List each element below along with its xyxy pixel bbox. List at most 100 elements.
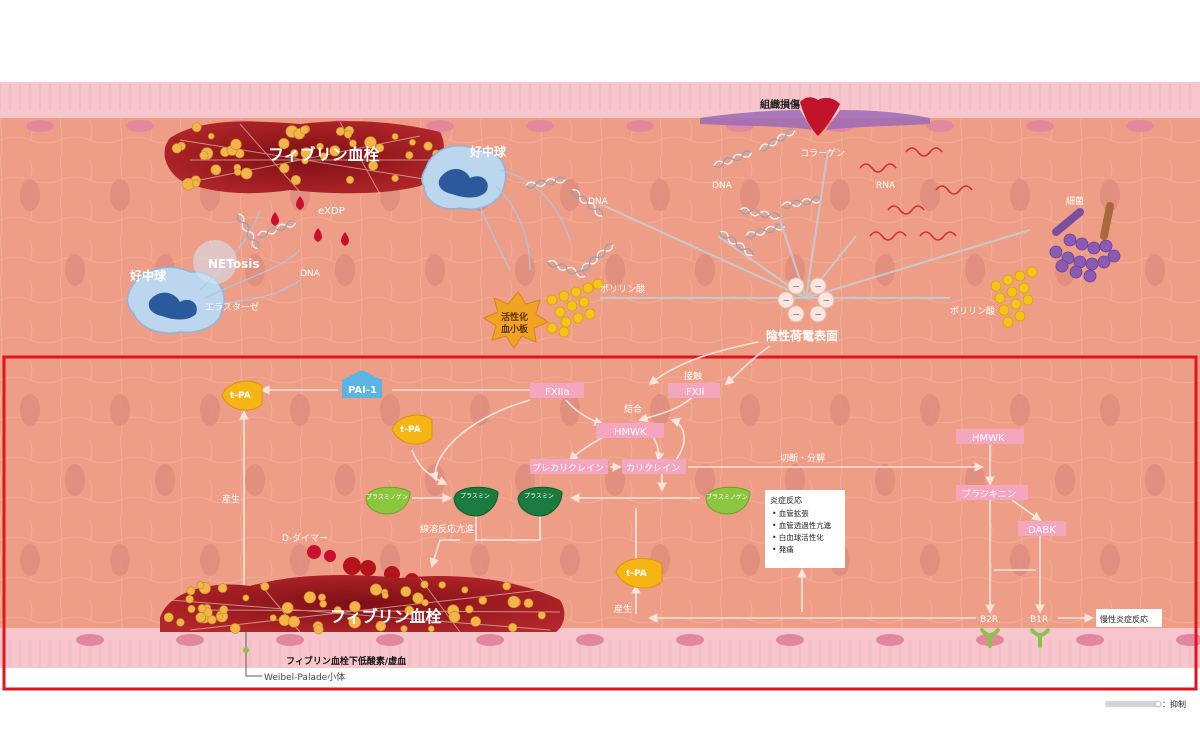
arrow-tpa-to-plasmin [411, 449, 448, 485]
negative-charge [787, 305, 805, 323]
platelet [207, 132, 215, 140]
arrow-surface-to-fxii [724, 345, 771, 386]
lumen-cell-nucleus [335, 254, 355, 286]
tpa-top-shape [221, 380, 263, 411]
production-right-label: 産生 [614, 603, 632, 615]
plasminogen-left-node: プラスミノゲン [365, 486, 411, 515]
bottom-clot-platelets [163, 580, 546, 635]
endothelial-cell [426, 120, 454, 132]
dabk-box [1018, 521, 1066, 536]
dna-helix [571, 189, 604, 217]
platelet [465, 605, 474, 614]
platelet [319, 600, 328, 608]
bacterium-coccus [1049, 245, 1063, 259]
dna-left-label: DNA [300, 269, 321, 279]
activated-platelet-label-2: 血小板 [501, 323, 529, 335]
lumen-cell-nucleus [200, 394, 220, 426]
bottom-fibrin-clot: フィブリン血栓 [160, 575, 565, 635]
hmwk-center-box [596, 423, 664, 438]
lumen-cell-nucleus [740, 544, 760, 576]
exdp-drop-4 [341, 232, 349, 246]
plasmin-left-node: プラスミン [453, 486, 499, 517]
negative-charge-symbol: − [815, 283, 823, 293]
cleavage-label: 切断・分解 [780, 452, 825, 464]
lumen-cell-nucleus [1010, 544, 1030, 576]
plasminogen-left-label: プラスミノゲン [366, 493, 408, 501]
arrow-fxiia-to-plasmin [429, 399, 531, 482]
plasmin-right-node: プラスミン [517, 486, 563, 517]
fibrinolysis-label: 線溶反応亢進 [420, 523, 474, 535]
inhibition-label: ：抑制 [1162, 699, 1186, 709]
rna-label: RNA [876, 181, 896, 191]
platelet [405, 151, 414, 160]
polyphosphate-bead [584, 308, 596, 320]
endothelial-cell [1026, 120, 1054, 132]
d-dimer-bead-1 [307, 545, 321, 559]
weibel-label: Weibel-Palade小体 [264, 671, 345, 683]
hmwk-right-box [956, 429, 1024, 444]
plasmin-left-shape [453, 486, 499, 517]
d-dimer-label: D-ダイマー [282, 532, 328, 544]
dna-helix [713, 150, 753, 169]
kinin-system: HMWK ブラジキニン DABK B2R B1R 慢性炎症反応 [956, 429, 1162, 648]
lumen-cell-nucleus [65, 254, 85, 286]
lumen-cell-nucleus [605, 254, 625, 286]
platelet [448, 611, 461, 623]
pai1-node: PAI-1 [342, 370, 382, 398]
platelet [369, 583, 382, 596]
polyphosphate-bead [566, 300, 578, 312]
platelet [196, 581, 205, 590]
hmwk-center-label: HMWK [614, 427, 647, 438]
platelet [216, 613, 223, 621]
lumen-cell-nucleus [785, 464, 805, 496]
pai1-shape [342, 370, 382, 398]
bacterium-coccus [1055, 259, 1069, 273]
lumen-cell-nucleus [875, 464, 895, 496]
platelet [230, 138, 242, 151]
platelet [333, 606, 342, 614]
platelet [279, 163, 290, 174]
dna-helices [236, 128, 822, 278]
endothelial-cell [676, 634, 704, 646]
fxiia-box [530, 383, 584, 398]
lumen-cell-nucleus [425, 254, 445, 286]
lumen-cell-nucleus [1055, 464, 1075, 496]
hub-negative-charges: −−−−−− [777, 277, 835, 323]
lumen-cell-nucleus [560, 394, 580, 426]
platelet [400, 625, 408, 633]
platelet [319, 152, 328, 160]
lumen-cell-nucleus [695, 254, 715, 286]
platelet [420, 580, 429, 589]
kallikrein-label: カリクレイン [626, 463, 680, 474]
exdp-label: eXDP [318, 206, 345, 217]
inflammation-list: • 血管拡張• 血管透過性亢進• 白血球活性化• 発痛 [772, 508, 832, 554]
lumen-cell-nucleus [1010, 394, 1030, 426]
polyphosphate-bead [1014, 270, 1026, 282]
platelet [375, 143, 385, 153]
platelet [300, 147, 313, 159]
wall-stripes [0, 84, 1191, 666]
exdp-drop-1 [296, 196, 304, 210]
lumen-cell-nucleus [830, 394, 850, 426]
d-dimer-bead-2 [324, 550, 336, 562]
tpa-mid-node: t-PA [391, 414, 433, 445]
lumen-cell-nucleus [1100, 394, 1120, 426]
negative-charge-symbol: − [793, 311, 801, 321]
negative-charge [817, 291, 835, 309]
hub-spoke [599, 203, 807, 299]
net-strands-right [479, 169, 571, 271]
platelet [523, 598, 534, 609]
tissue-damage-label: 組織損傷 [760, 98, 800, 111]
bottom-clot-label: フィブリン血栓 [330, 607, 443, 626]
polyphosphate-bead [1010, 298, 1022, 310]
platelet [423, 141, 433, 151]
prekallikrein-box [530, 459, 608, 474]
b1r-receptor [1030, 628, 1050, 648]
production-left-label: 産生 [222, 493, 240, 505]
dna-helix [547, 259, 587, 278]
polyphosphate-bead [1006, 286, 1018, 298]
weibel-pointer [245, 632, 262, 677]
lumen-cell-nucleus [965, 254, 985, 286]
weibel-dot [243, 647, 249, 653]
